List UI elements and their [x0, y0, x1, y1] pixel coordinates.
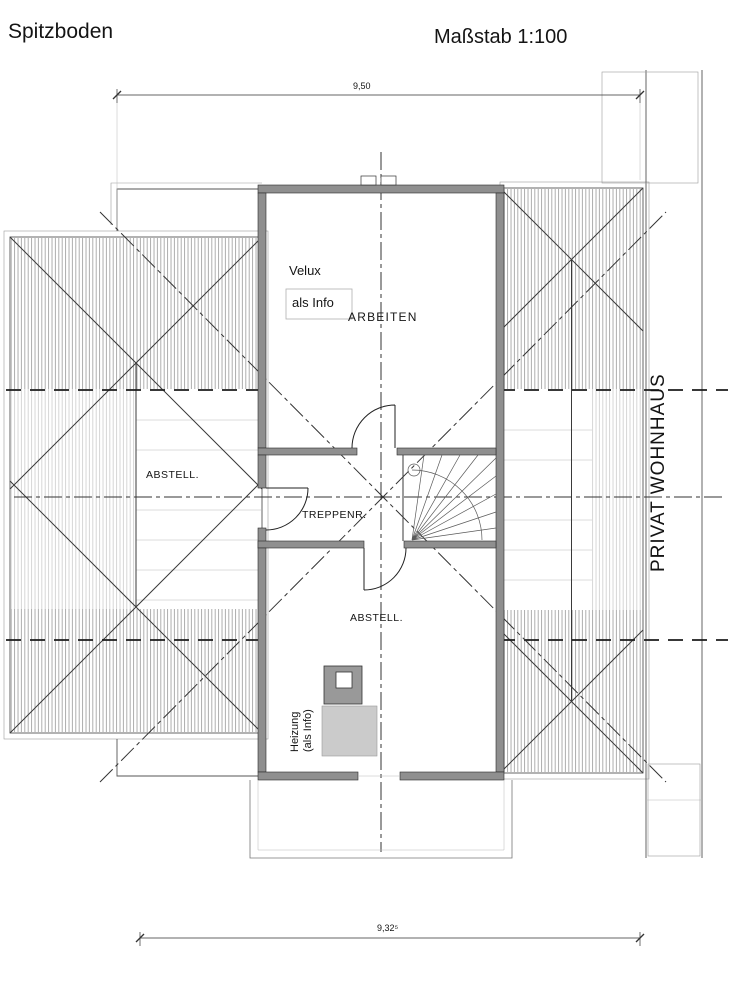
dimension-bottom-value: 9,32⁵ — [377, 923, 399, 933]
heizung-note-line1: Heizung — [289, 711, 301, 752]
dimension-top-value: 9,50 — [353, 81, 371, 91]
left-roof — [3, 182, 269, 777]
dormer-outline — [249, 780, 513, 859]
scale-label: Maßstab 1:100 — [434, 26, 568, 48]
neighbor-label: PRIVAT WOHNHAUS — [648, 373, 669, 572]
center-lines — [14, 152, 726, 852]
core-walls — [257, 184, 505, 781]
property-boundary — [601, 70, 703, 858]
right-roof — [499, 181, 650, 780]
room-label-treppenraum: TREPPENR. — [302, 509, 367, 521]
roof-height-lines — [6, 389, 728, 641]
heizung-note: Heizung (als Info) — [289, 709, 315, 752]
velux-note-line1: Velux — [289, 263, 321, 278]
room-label-arbeiten: ARBEITEN — [348, 310, 418, 324]
door-arcs — [265, 404, 407, 591]
velux-note-line2: als Info — [292, 295, 334, 310]
dimension-bottom — [135, 932, 645, 946]
dimension-top — [112, 89, 645, 228]
room-label-abstell-left: ABSTELL. — [146, 469, 200, 481]
room-label-abstell-bottom: ABSTELL. — [350, 612, 404, 624]
page-title: Spitzboden — [8, 20, 114, 43]
heizung-note-line2: (als Info) — [302, 709, 314, 752]
staircase — [407, 454, 497, 541]
heizung-symbol — [321, 665, 378, 757]
roof-window-marks — [358, 175, 400, 777]
velux-info-box — [285, 288, 353, 320]
